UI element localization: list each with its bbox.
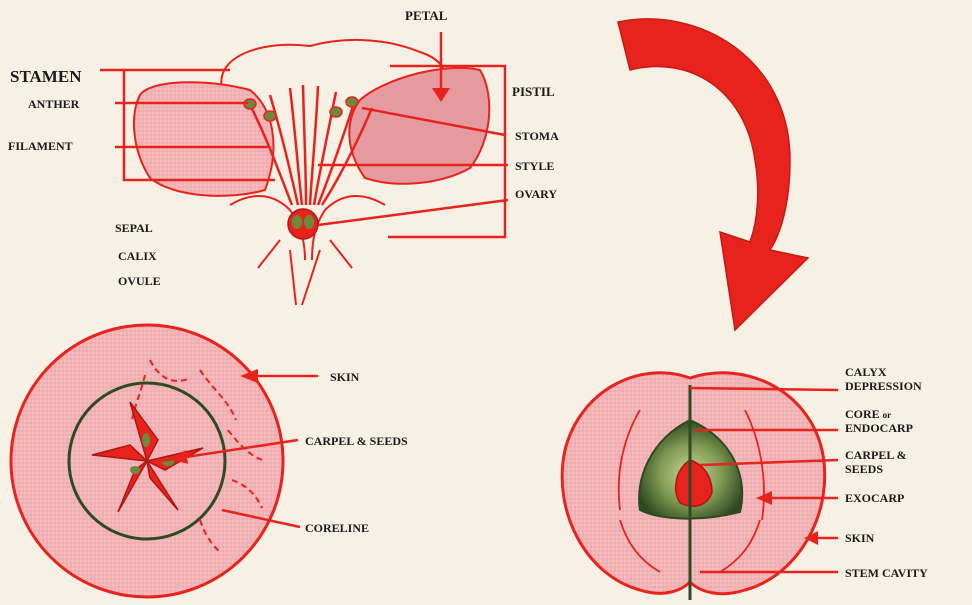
label-calyx: CALYX <box>845 365 887 379</box>
label-stoma: STOMA <box>515 129 559 143</box>
label-stamen: STAMEN <box>10 67 82 86</box>
label-seeds: SEEDS <box>845 462 883 476</box>
label-carpel-and: CARPEL & <box>845 448 907 462</box>
label-petal: PETAL <box>405 8 448 23</box>
label-coreline: CORELINE <box>305 521 369 535</box>
label-calix: CALIX <box>118 249 157 263</box>
label-carpel-seeds-cross: CARPEL & SEEDS <box>305 434 408 448</box>
label-or: or <box>883 410 892 420</box>
label-sepal: SEPAL <box>115 221 153 235</box>
label-anther: ANTHER <box>28 97 80 111</box>
label-ovary: OVARY <box>515 187 557 201</box>
ovary <box>288 209 318 239</box>
label-exocarp: EXOCARP <box>845 491 904 505</box>
curved-arrow-icon <box>618 19 808 330</box>
label-skin-long: SKIN <box>845 531 875 545</box>
label-stem-cavity: STEM CAVITY <box>845 566 928 580</box>
label-pistil: PISTIL <box>512 84 555 99</box>
label-core: CORE <box>845 407 880 421</box>
label-style: STYLE <box>515 159 554 173</box>
label-filament: FILAMENT <box>8 139 73 153</box>
label-skin-cross: SKIN <box>330 370 360 384</box>
apple-longitudinal-section: CALYX DEPRESSION CORE or ENDOCARP CARPEL… <box>562 365 928 600</box>
label-endocarp: ENDOCARP <box>845 421 913 435</box>
label-ovule: OVULE <box>118 274 161 288</box>
label-core-or: CORE or <box>845 407 891 421</box>
label-depression: DEPRESSION <box>845 379 922 393</box>
apple-cross-section: SKIN CARPEL & SEEDS CORELINE <box>11 325 408 597</box>
flower-diagram: PETAL STAMEN ANTHER FILAMENT PISTIL STOM… <box>8 8 559 305</box>
